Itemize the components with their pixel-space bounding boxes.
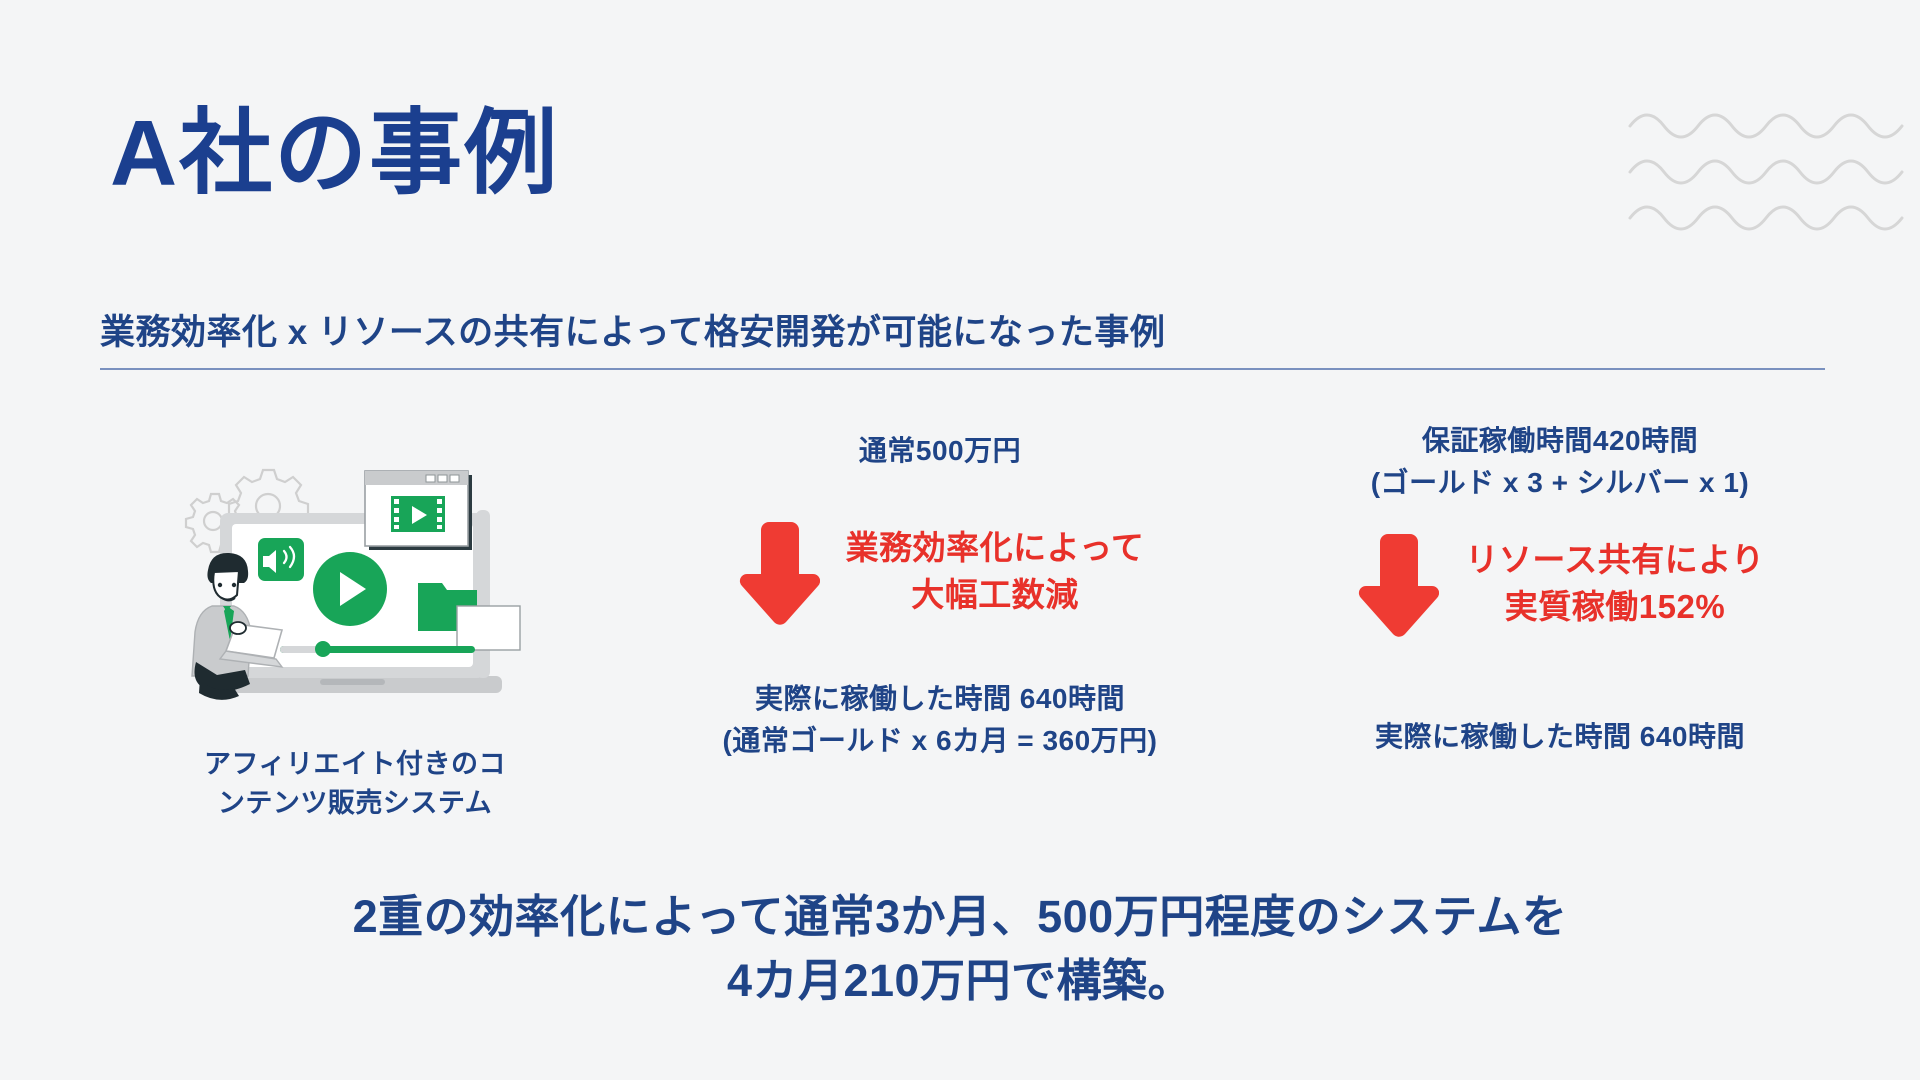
cost-transition: 業務効率化によって 大幅工数減 [630,516,1250,628]
hours-head: 保証稼働時間420時間 (ゴールド x 3 + シルバー x 1) [1255,420,1865,504]
hours-benefit-line1: リソース共有により [1465,541,1765,579]
cost-benefit-text: 業務効率化によって 大幅工数減 [846,525,1145,619]
hours-head-line2: (ゴールド x 3 + シルバー x 1) [1370,467,1750,498]
down-arrow-icon [1359,534,1440,637]
summary-text: 2重の効率化によって通常3か月、500万円程度のシステムを 4カ月210万円で構… [0,885,1920,1013]
progress-handle [315,641,331,657]
cost-foot-line2: (通常ゴールド x 6カ月 = 360万円) [722,725,1158,756]
column-cost: 通常500万円 業務効率化によって 大幅工数減 実際に稼働した時間 640時間 … [630,430,1250,762]
cost-benefit-line2: 大幅工数減 [911,576,1079,613]
hours-transition: リソース共有により 実質稼働152% [1255,528,1865,640]
cost-head-line1: 通常500万円 [858,435,1022,466]
page-title: A社の事例 [110,101,560,205]
illustration-caption-line2: ンテンツ販売システム [217,788,493,819]
folder-icon [418,583,521,651]
video-window-icon [364,470,472,550]
hours-foot-line1: 実際に稼働した時間 640時間 [1375,721,1745,752]
cost-foot-line1: 実際に稼働した時間 640時間 [755,683,1125,714]
illustration-caption: アフィリエイト付きのコ ンテンツ販売システム [130,745,580,823]
hours-benefit-text: リソース共有により 実質稼働152% [1465,537,1764,631]
summary-line1: 2重の効率化によって通常3か月、500万円程度のシステムを [352,891,1568,942]
person-with-laptop-icon [191,552,284,700]
speaker-icon [258,538,304,581]
cost-benefit-line1: 業務効率化によって [845,529,1145,567]
cost-head: 通常500万円 [630,430,1250,472]
illustration-caption-line1: アフィリエイト付きのコ [204,749,506,779]
page-subtitle: 業務効率化 x リソースの共有によって格安開発が可能になった事例 [100,313,1166,352]
hours-foot: 実際に稼働した時間 640時間 [1255,716,1865,758]
play-button-icon [313,552,387,626]
column-hours: 保証稼働時間420時間 (ゴールド x 3 + シルバー x 1) リソース共有… [1255,420,1865,758]
hours-benefit-line2: 実質稼働152% [1504,588,1726,625]
down-arrow-icon [739,522,820,625]
header-divider [100,368,1825,370]
summary-line2: 4カ月210万円で構築。 [726,954,1194,1006]
cost-foot: 実際に稼働した時間 640時間 (通常ゴールド x 6カ月 = 360万円) [630,678,1250,762]
content-sales-system-illustration [184,468,521,700]
decorative-waves-icon [1628,113,1904,231]
hours-head-line1: 保証稼働時間420時間 [1421,425,1699,456]
